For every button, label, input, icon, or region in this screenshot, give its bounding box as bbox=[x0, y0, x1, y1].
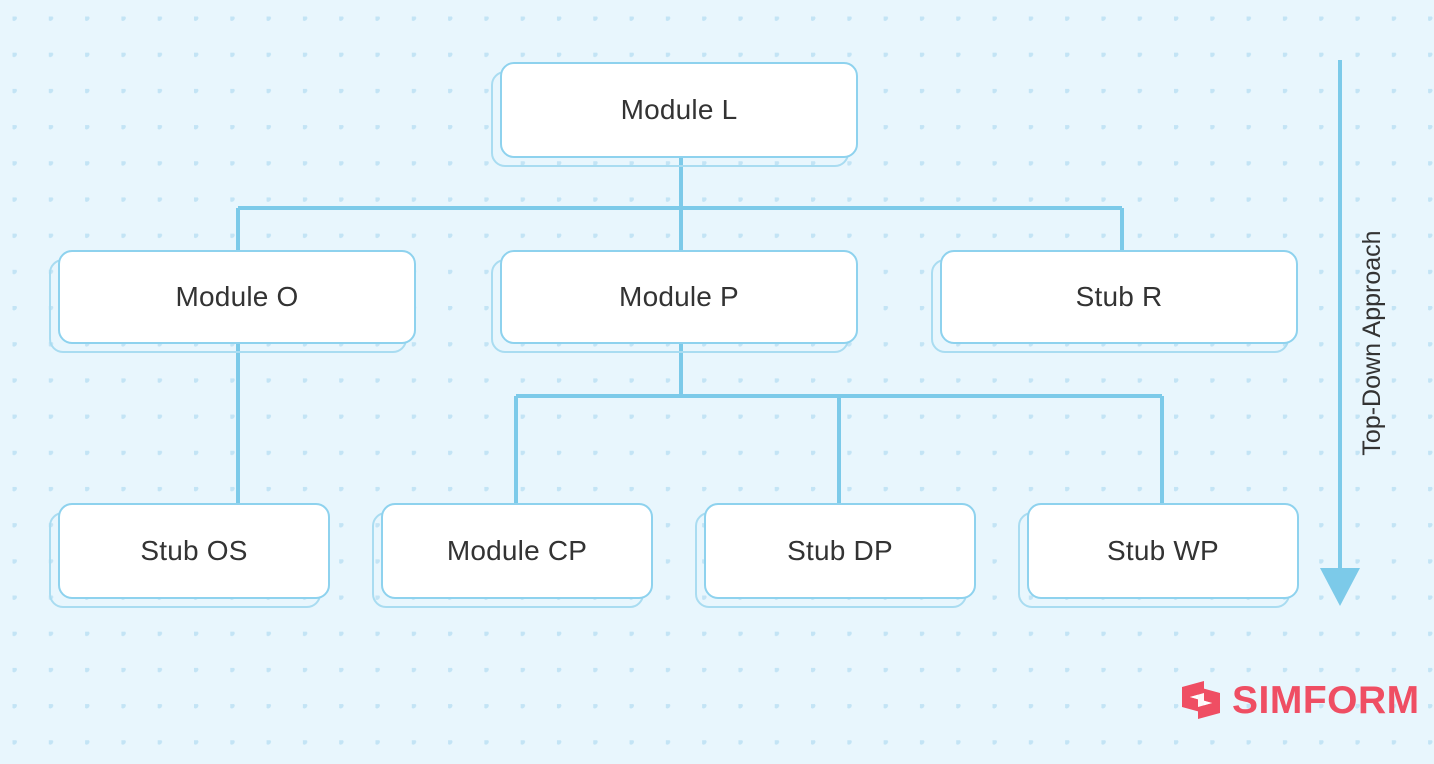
node-label: Stub R bbox=[1075, 281, 1163, 312]
node-plate: Module L bbox=[500, 62, 858, 158]
node-label: Module CP bbox=[446, 535, 588, 566]
node-stub-os[interactable]: Stub OS bbox=[49, 503, 330, 608]
node-label: Stub DP bbox=[787, 535, 893, 566]
node-label: Stub OS bbox=[140, 535, 248, 566]
node-module-cp[interactable]: Module CP bbox=[372, 503, 653, 608]
node-plate: Stub OS bbox=[58, 503, 330, 599]
node-plate: Module O bbox=[58, 250, 416, 344]
node-plate: Stub WP bbox=[1027, 503, 1299, 599]
node-module-p[interactable]: Module P bbox=[491, 250, 858, 353]
node-stub-dp[interactable]: Stub DP bbox=[695, 503, 976, 608]
node-stub-wp[interactable]: Stub WP bbox=[1018, 503, 1299, 608]
node-label: Module L bbox=[620, 94, 738, 125]
simform-s-mark-icon bbox=[1182, 681, 1220, 719]
node-label: Module P bbox=[619, 281, 739, 312]
node-label: Module O bbox=[175, 281, 299, 312]
node-plate: Module CP bbox=[381, 503, 653, 599]
top-down-approach-annotation: Top-Down Approach bbox=[1352, 178, 1392, 508]
node-plate: Module P bbox=[500, 250, 858, 344]
node-stub-r[interactable]: Stub R bbox=[931, 250, 1298, 353]
simform-logo: SIMFORM bbox=[1178, 676, 1420, 724]
top-down-approach-label: Top-Down Approach bbox=[1357, 230, 1386, 456]
node-module-l[interactable]: Module L bbox=[491, 62, 858, 167]
node-module-o[interactable]: Module O bbox=[49, 250, 416, 353]
simform-wordmark: SIMFORM bbox=[1232, 678, 1420, 722]
node-plate: Stub DP bbox=[704, 503, 976, 599]
node-plate: Stub R bbox=[940, 250, 1298, 344]
node-label: Stub WP bbox=[1107, 535, 1219, 566]
